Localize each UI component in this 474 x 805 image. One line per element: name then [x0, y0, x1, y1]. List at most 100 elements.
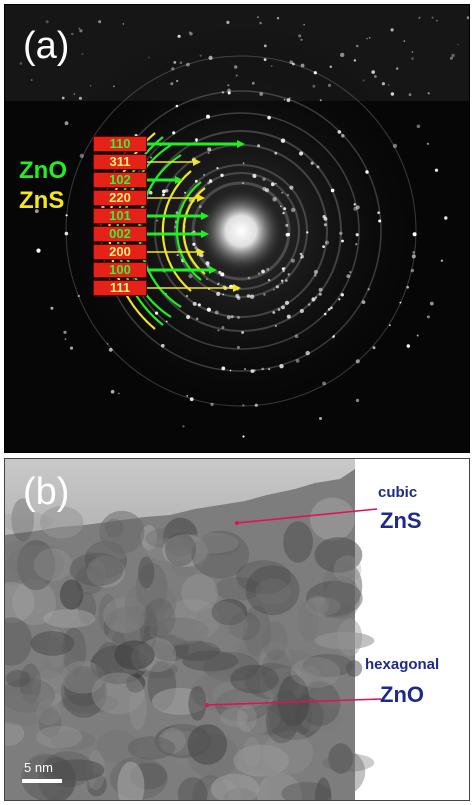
- diffraction-spot: [285, 223, 289, 227]
- diffraction-spot: [197, 303, 201, 307]
- diffraction-spot: [207, 152, 210, 155]
- diffraction-spot: [340, 52, 345, 58]
- diffraction-spot: [411, 57, 414, 60]
- diffraction-spot: [267, 115, 271, 120]
- diffraction-spot: [299, 151, 304, 156]
- texture-blob: [182, 650, 239, 672]
- diffraction-spot: [162, 193, 165, 197]
- diffraction-spot: [205, 261, 210, 266]
- diffraction-spot: [355, 44, 359, 48]
- diffraction-spot: [259, 21, 262, 25]
- diffraction-spot: [399, 301, 402, 304]
- diffraction-spot: [220, 272, 225, 277]
- texture-blob: [59, 579, 84, 610]
- diffraction-spot: [179, 61, 183, 64]
- diffraction-spot: [316, 165, 320, 169]
- diffraction-spot: [64, 338, 67, 341]
- diffraction-spot: [411, 51, 414, 53]
- diffraction-spot: [257, 144, 261, 148]
- diffraction-spot: [280, 205, 282, 208]
- diffraction-spot: [165, 189, 169, 193]
- texture-blob: [300, 665, 322, 689]
- texture-blob: [5, 669, 31, 688]
- diffraction-spot: [45, 20, 49, 24]
- diffraction-spot: [284, 300, 290, 305]
- diffraction-spot: [434, 168, 439, 172]
- texture-blob: [5, 721, 25, 746]
- diffraction-spot: [182, 425, 185, 428]
- texture-blob: [194, 601, 248, 649]
- diffraction-spot: [299, 252, 303, 256]
- panel-b-label: (b): [23, 471, 70, 513]
- diffraction-spot: [221, 366, 226, 371]
- diffraction-spot: [276, 17, 280, 20]
- scale-bar: [22, 779, 62, 783]
- texture-blob: [38, 707, 62, 738]
- diffraction-spot: [361, 300, 366, 304]
- diffraction-spot: [307, 303, 311, 306]
- diffraction-spot: [436, 20, 438, 22]
- diffraction-spot: [285, 279, 288, 282]
- diffraction-spot: [306, 231, 309, 234]
- texture-blob: [140, 525, 158, 551]
- diffraction-spot: [408, 93, 412, 96]
- diffraction-spot: [79, 153, 84, 158]
- diffraction-spot: [410, 268, 415, 273]
- diffraction-spot: [388, 84, 390, 86]
- diffraction-spot: [327, 83, 332, 87]
- diffraction-spot: [341, 239, 344, 243]
- diffraction-spot: [216, 291, 221, 296]
- diffraction-spot: [319, 99, 322, 102]
- diffraction-spot: [355, 205, 360, 210]
- diffraction-spot: [73, 93, 76, 95]
- diffraction-spot: [353, 206, 358, 211]
- diffraction-spot: [148, 56, 151, 59]
- hkl-label: 220: [93, 190, 147, 206]
- texture-blob: [265, 701, 299, 744]
- diffraction-spot: [242, 182, 245, 185]
- diffraction-spot: [192, 242, 196, 246]
- diffraction-spot: [406, 344, 410, 348]
- diffraction-spot: [64, 231, 69, 236]
- diffraction-spot: [275, 182, 277, 185]
- diffraction-panel: (a) ZnO ZnS 110 311 102 220 101 002 200 …: [4, 4, 470, 453]
- diffraction-spot: [327, 308, 331, 311]
- texture-blob: [298, 599, 319, 643]
- diffraction-spot: [290, 258, 295, 263]
- diffraction-spot: [246, 294, 251, 298]
- diffraction-spot: [34, 209, 39, 214]
- diffraction-spot: [330, 188, 335, 193]
- diffraction-spot: [186, 395, 189, 397]
- diffraction-spot: [451, 53, 455, 58]
- diffraction-spot: [368, 37, 371, 39]
- diffraction-spot: [257, 16, 259, 19]
- texture-blob: [114, 640, 155, 670]
- diffraction-spot: [273, 288, 275, 291]
- texture-blob: [236, 704, 257, 732]
- diffraction-spot: [416, 334, 419, 337]
- diffraction-spot: [338, 298, 341, 301]
- diffraction-spot: [162, 189, 166, 194]
- texture-blob: [181, 532, 239, 554]
- diffraction-spot: [188, 31, 191, 34]
- diffraction-spot: [216, 167, 219, 170]
- texture-blob: [303, 597, 341, 616]
- diffraction-spot: [257, 272, 261, 275]
- diffraction-spot: [329, 65, 333, 69]
- diffraction-spot: [206, 114, 210, 119]
- diffraction-spot: [371, 70, 376, 74]
- hkl-arrows: [147, 140, 245, 292]
- diffraction-spot: [283, 98, 286, 101]
- texture-blob: [164, 532, 197, 567]
- diffraction-spot: [89, 85, 92, 87]
- texture-blob: [262, 621, 288, 661]
- diffraction-spot: [19, 62, 23, 65]
- texture-blob: [39, 506, 84, 539]
- diffraction-spot: [227, 91, 231, 95]
- texture-blob: [5, 511, 53, 532]
- diffraction-spot: [339, 231, 343, 235]
- diffraction-spot: [199, 54, 202, 57]
- diffraction-spot: [176, 79, 179, 83]
- texture-blob: [281, 782, 332, 800]
- diffraction-spot: [186, 314, 191, 320]
